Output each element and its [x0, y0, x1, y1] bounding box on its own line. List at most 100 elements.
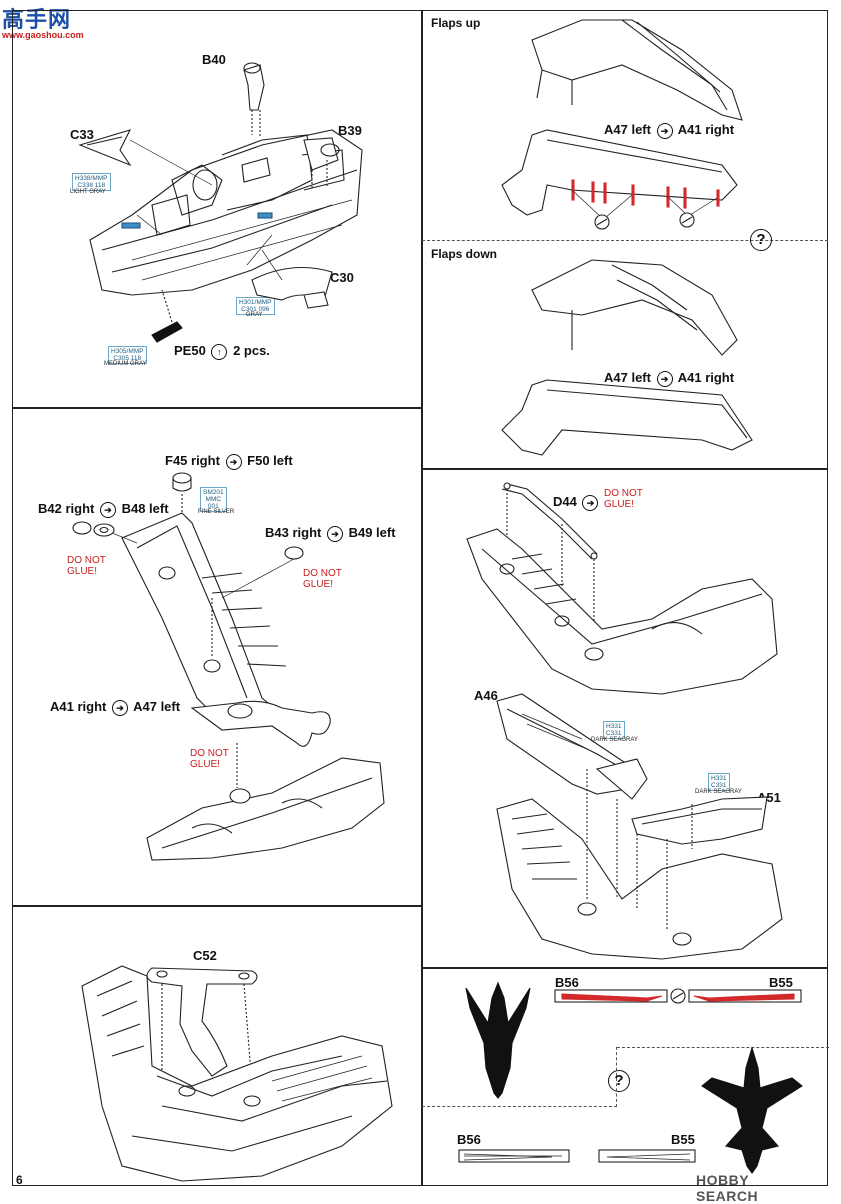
label-b42-b48: B42 right ➔ B48 left: [38, 501, 169, 518]
warning-line: GLUE!: [604, 499, 635, 510]
paint-codes: SM201: [203, 489, 224, 496]
cockpit-assembly-drawing: [78, 62, 363, 343]
warning-line: DO NOT: [604, 488, 643, 499]
divider-flaps-dashed: [422, 240, 828, 241]
label-a47: A47 left: [604, 370, 651, 385]
page-frame: [12, 10, 828, 1186]
paint-code2: MMC: [205, 496, 222, 503]
paint-name-c338: LIGHT GRAY: [70, 189, 106, 195]
paint-codes: H305/MMP: [111, 348, 144, 355]
arrow-circle-icon: ➔: [99, 501, 116, 518]
label-b43-b49: B43 right ➔ B49 left: [265, 525, 396, 542]
actuator-drawing: [466, 482, 783, 960]
wing-sweep-drawing: [458, 981, 803, 1174]
warning-line: DO NOT: [190, 748, 229, 759]
divider-dashed-h: [617, 1047, 829, 1048]
paint-name-c331-b: DARK SEAGRAY: [695, 789, 742, 795]
label-d44-text: D44: [553, 494, 577, 509]
flaps-drawing: [501, 19, 753, 456]
divider-left-2: [12, 905, 422, 907]
paint-codes: H331: [606, 723, 622, 730]
arrow-circle-icon: ➔: [582, 494, 599, 511]
label-a41: A41 right: [50, 699, 107, 714]
label-a47-a41-up: A47 left ➔ A41 right: [604, 122, 734, 139]
question-circle-icon: ?: [750, 229, 772, 251]
arrow-circle-icon: ➔: [225, 453, 242, 470]
label-a41-a47: A41 right ➔ A47 left: [50, 699, 180, 716]
paint-callout-c305: H305/MMP C305 118: [108, 346, 147, 364]
arrow-circle-icon: ➔: [326, 525, 343, 542]
paint-code2: C301 096: [241, 306, 270, 313]
c52-assembly-drawing: [81, 965, 393, 1182]
label-c33: C33: [70, 127, 94, 142]
paint-name-c331-a: DARK SEAGRAY: [591, 737, 638, 743]
label-a41: A41 right: [677, 370, 735, 385]
arrow-circle-icon: ➔: [656, 122, 673, 139]
paint-name-c305: MEDIUM GRAY: [104, 361, 147, 367]
divider-right-2: [422, 967, 828, 969]
label-f45-f50: F45 right ➔ F50 left: [165, 453, 293, 470]
divider-dashed-h2: [422, 1106, 617, 1107]
site-logo-text: 高手网: [2, 8, 72, 33]
label-f50: F50 left: [247, 453, 293, 468]
watermark-hobbysearch: HOBBY SEARCH: [696, 1172, 759, 1204]
paint-callout-c338: H338/MMP C338 118: [72, 173, 111, 191]
label-b49: B49 left: [348, 525, 396, 540]
heading-flaps-down: Flaps down: [431, 247, 497, 261]
label-b39: B39: [338, 123, 362, 138]
paint-codes: H338/MMP: [75, 175, 108, 182]
paint-code3: 001: [207, 503, 219, 510]
divider-left-1: [12, 407, 422, 409]
warning-line: GLUE!: [67, 566, 98, 577]
pe50-qty: 2 pcs.: [233, 343, 270, 358]
label-b55-top: B55: [769, 975, 793, 990]
label-d44: D44 ➔: [553, 494, 600, 511]
warning-line: DO NOT: [67, 555, 106, 566]
label-a47: A47 left: [133, 699, 181, 714]
pe50-code: PE50: [174, 343, 206, 358]
label-b55-bottom: B55: [671, 1132, 695, 1147]
paint-codes: H331: [711, 775, 727, 782]
label-c52: C52: [193, 948, 217, 963]
label-a47-a41-down: A47 left ➔ A41 right: [604, 370, 734, 387]
page-number: 6: [16, 1173, 23, 1187]
label-b48: B48 left: [121, 501, 169, 516]
paint-callout-c331-a: H331 C331: [603, 721, 625, 739]
label-b42: B42 right: [38, 501, 95, 516]
arrow-circle-icon: ➔: [656, 370, 673, 387]
paint-codes: H301/MMP: [239, 299, 272, 306]
paint-code2: C305 118: [113, 355, 142, 362]
divider-right-1: [422, 468, 828, 470]
paint-callout-silver: SM201 MMC 001: [200, 487, 227, 512]
warning-do-not-glue-1: DO NOT GLUE!: [67, 555, 106, 577]
warning-do-not-glue-3: DO NOT GLUE!: [190, 748, 229, 770]
warning-line: GLUE!: [190, 759, 221, 770]
paint-callout-c331-b: H331 C331: [708, 773, 730, 791]
paint-code2: C331: [711, 782, 727, 789]
paint-code2: C338 118: [77, 182, 106, 189]
warning-line: DO NOT: [303, 568, 342, 579]
paint-code2: C331: [606, 730, 622, 737]
label-b56-bottom: B56: [457, 1132, 481, 1147]
label-b56-top: B56: [555, 975, 579, 990]
label-c30: C30: [330, 270, 354, 285]
label-a47: A47 left: [604, 122, 651, 137]
label-a46: A46: [474, 688, 498, 703]
label-a41: A41 right: [677, 122, 735, 137]
label-pe50: PE50 ↑ 2 pcs.: [174, 343, 270, 360]
warning-line: GLUE!: [303, 579, 334, 590]
divider-dashed-v: [616, 1047, 617, 1107]
label-b40: B40: [202, 52, 226, 67]
paint-name-c301: GRAY: [246, 312, 263, 318]
arrow-circle-icon: ➔: [111, 699, 128, 716]
warning-do-not-glue-4: DO NOT GLUE!: [604, 488, 643, 510]
site-logo: 高手网 www.gaoshou.com: [2, 2, 84, 40]
warning-do-not-glue-2: DO NOT GLUE!: [303, 568, 342, 590]
paint-callout-c301: H301/MMP C301 096: [236, 297, 275, 315]
pe-bend-icon: ↑: [211, 343, 228, 360]
label-f45: F45 right: [165, 453, 220, 468]
question-circle-icon: ?: [608, 1070, 630, 1092]
site-logo-url: www.gaoshou.com: [2, 30, 84, 40]
column-divider: [421, 10, 423, 1186]
flap-hinge-drawing: [72, 472, 385, 861]
